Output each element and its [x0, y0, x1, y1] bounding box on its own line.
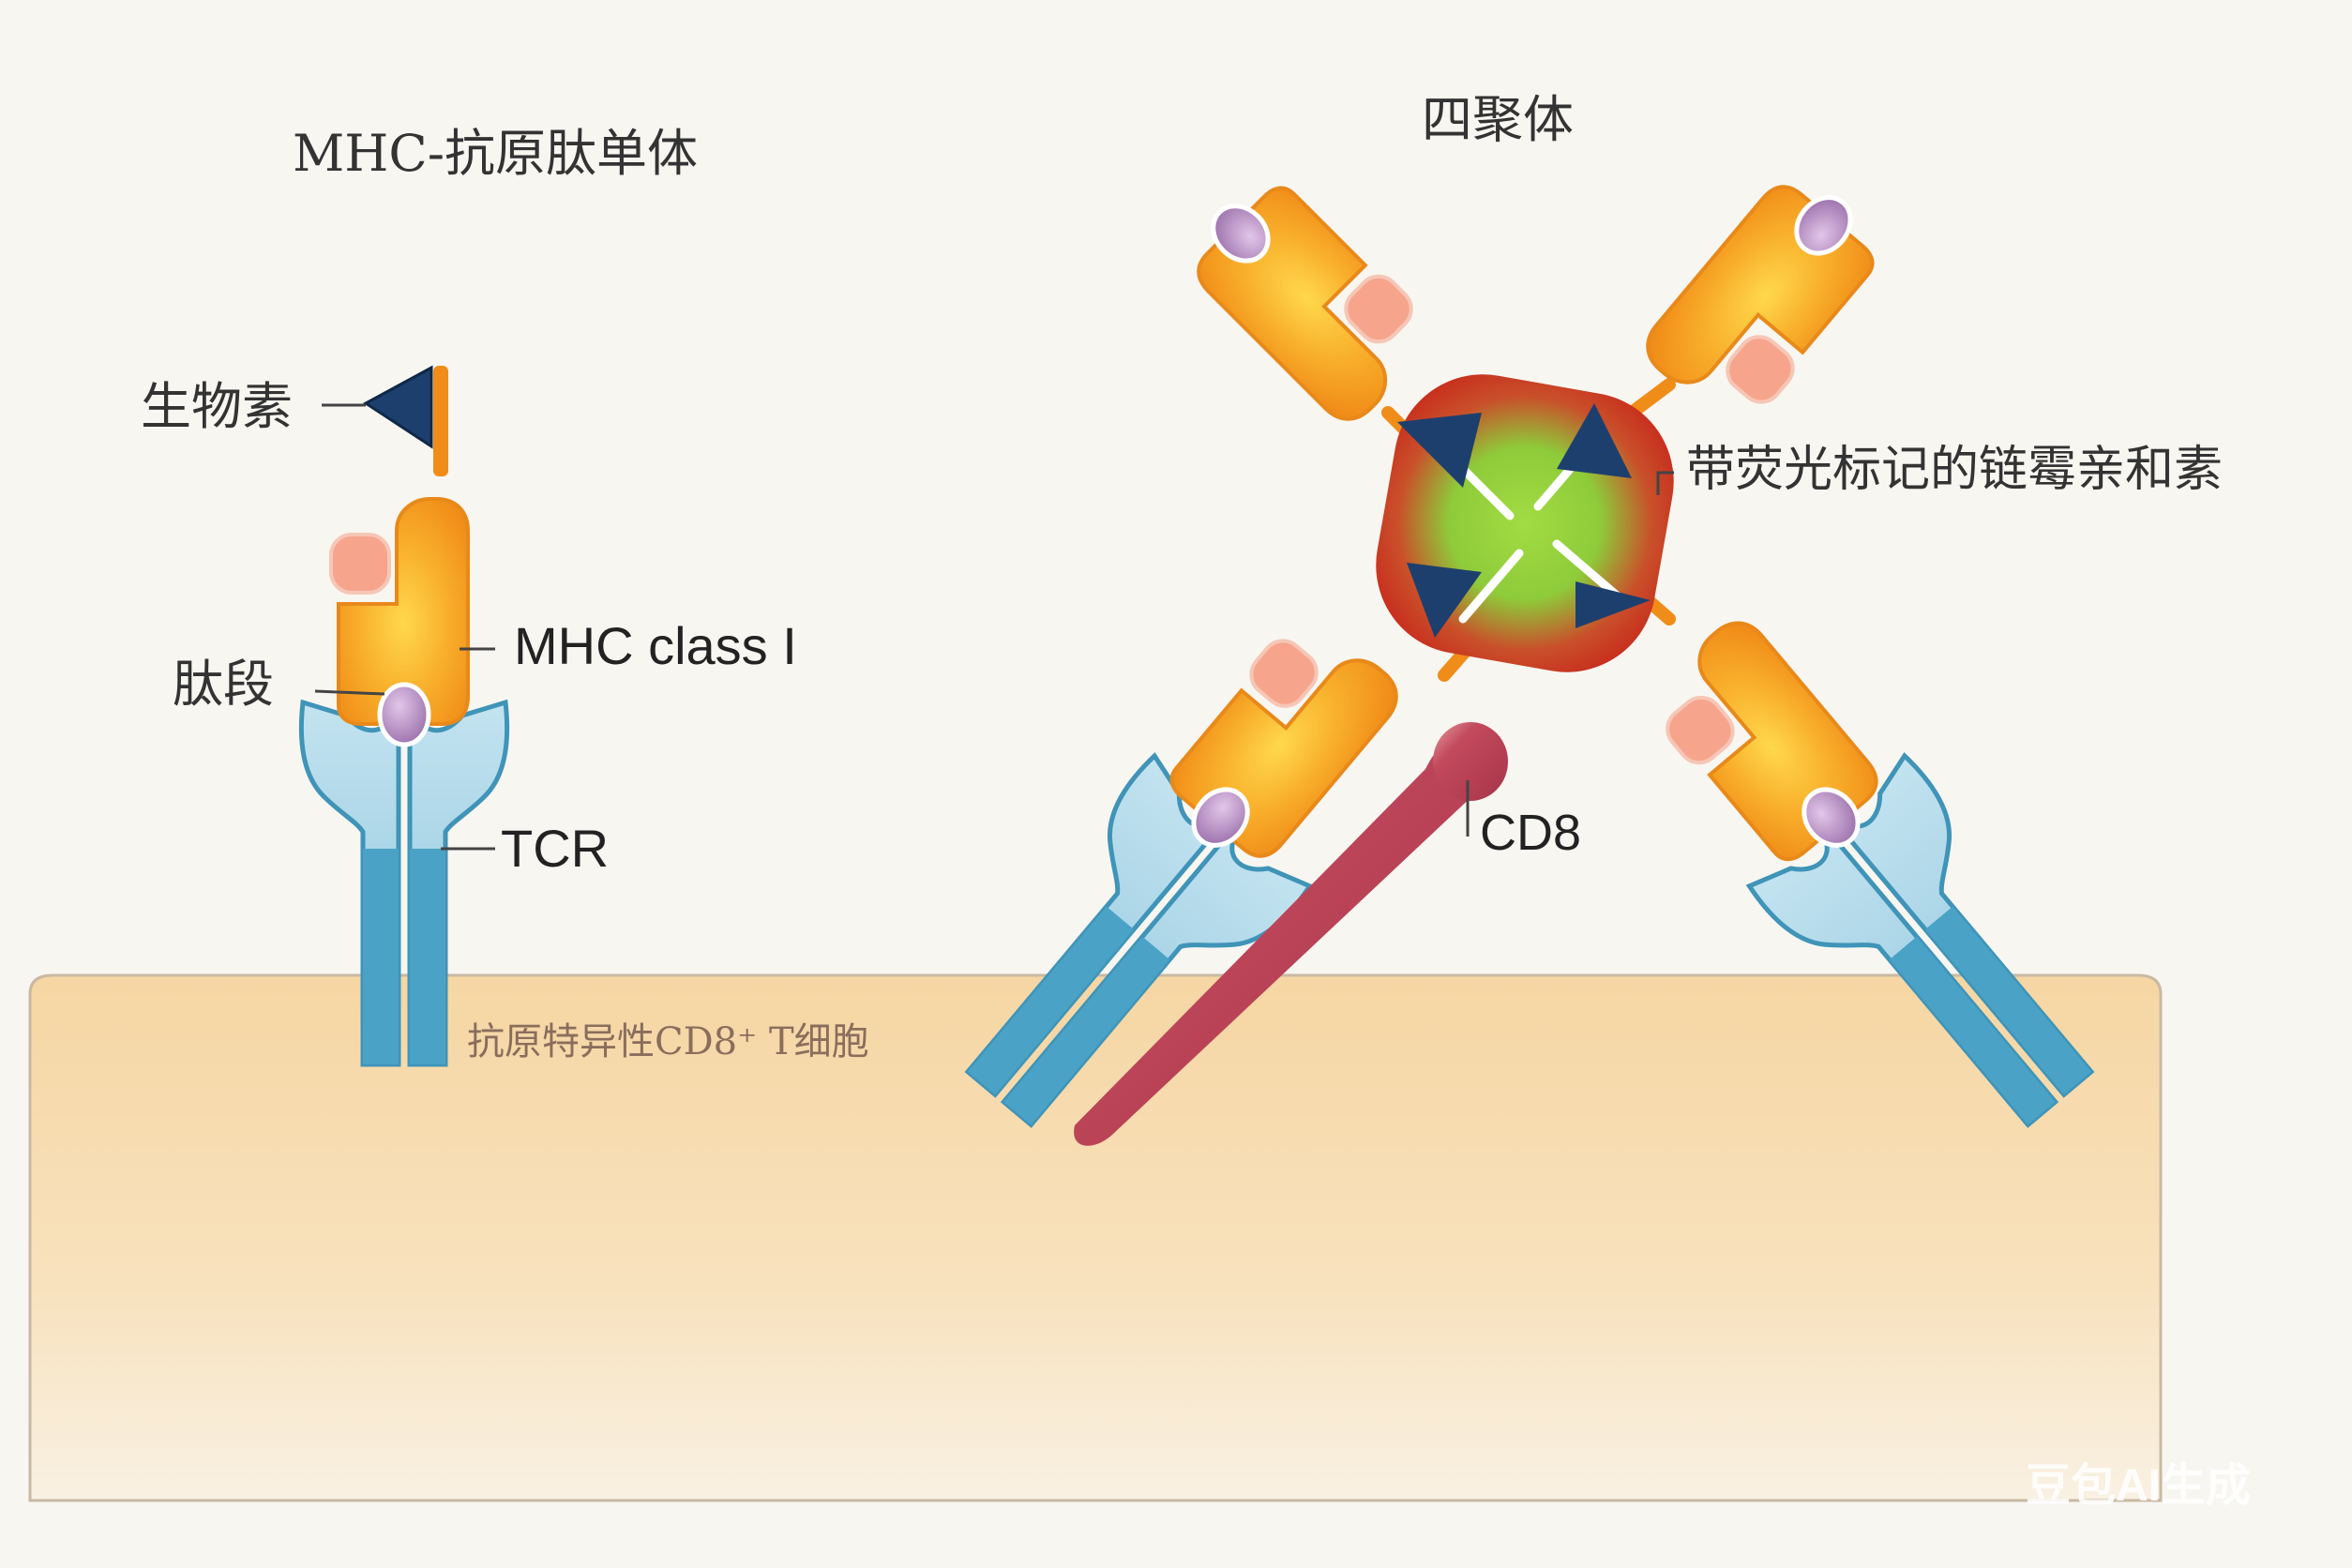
biotin-triangle-icon: [1576, 581, 1651, 628]
biotin-label: 生物素: [141, 377, 293, 436]
biotin-triangle-icon: [1397, 413, 1482, 488]
mhc-class-label: MHC class I: [514, 616, 797, 675]
tcr-label: TCR: [501, 819, 609, 878]
biotin-triangle-icon: [1557, 403, 1632, 478]
cd8-label: CD8: [1480, 805, 1581, 861]
leader-lines: [314, 403, 1674, 851]
streptavidin-label: 带荧光标记的链霉亲和素: [1686, 442, 2223, 498]
monomer-title: MHC-抗原肽单体: [293, 124, 698, 183]
peptide-label: 肽段: [173, 655, 274, 714]
mhc-tetramer-upper-left: [1174, 160, 1444, 430]
monomer-group: [301, 365, 506, 1064]
biotin-linker: [433, 366, 448, 476]
cd8-coreceptor: [1074, 726, 1500, 1146]
tetramer-title: 四聚体: [1422, 90, 1574, 149]
watermark-text: 豆包AI生成: [2026, 1461, 2251, 1511]
mhc-class-i-monomer: [331, 499, 468, 745]
cell-label: 抗原特异性CD8⁺ T细胞: [467, 1020, 869, 1063]
biotin-triangle-icon: [1407, 563, 1482, 638]
t-cell-body: [28, 973, 2163, 1502]
tetramer-group: [921, 160, 2138, 1164]
mhc-tetramer-upper-right: [1636, 161, 1898, 438]
biotin-triangle-icon: [363, 365, 433, 449]
